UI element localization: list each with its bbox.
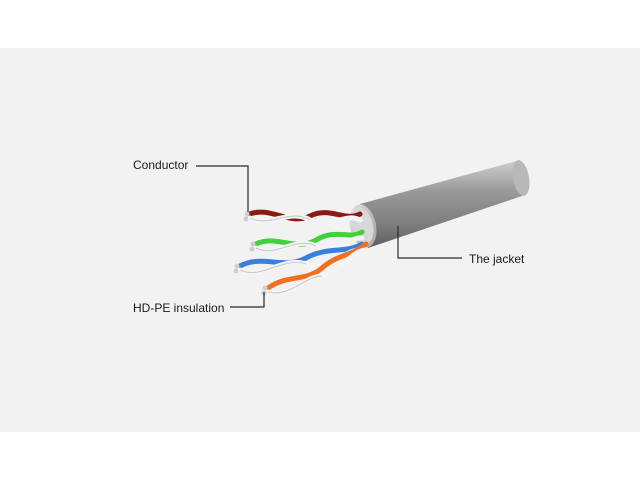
conductor-label: Conductor [133, 158, 189, 172]
brown-wire-pair [243, 209, 363, 226]
jacket-leader-line [397, 226, 462, 259]
orange-wire-pair [261, 241, 369, 296]
conductor-leader-line [196, 165, 249, 212]
cable-jacket [349, 160, 530, 248]
insulation-label: HD-PE insulation [133, 301, 225, 315]
insulation-leader-line [230, 292, 265, 308]
green-wire-pair [249, 229, 365, 254]
jacket-label: The jacket [469, 252, 525, 266]
